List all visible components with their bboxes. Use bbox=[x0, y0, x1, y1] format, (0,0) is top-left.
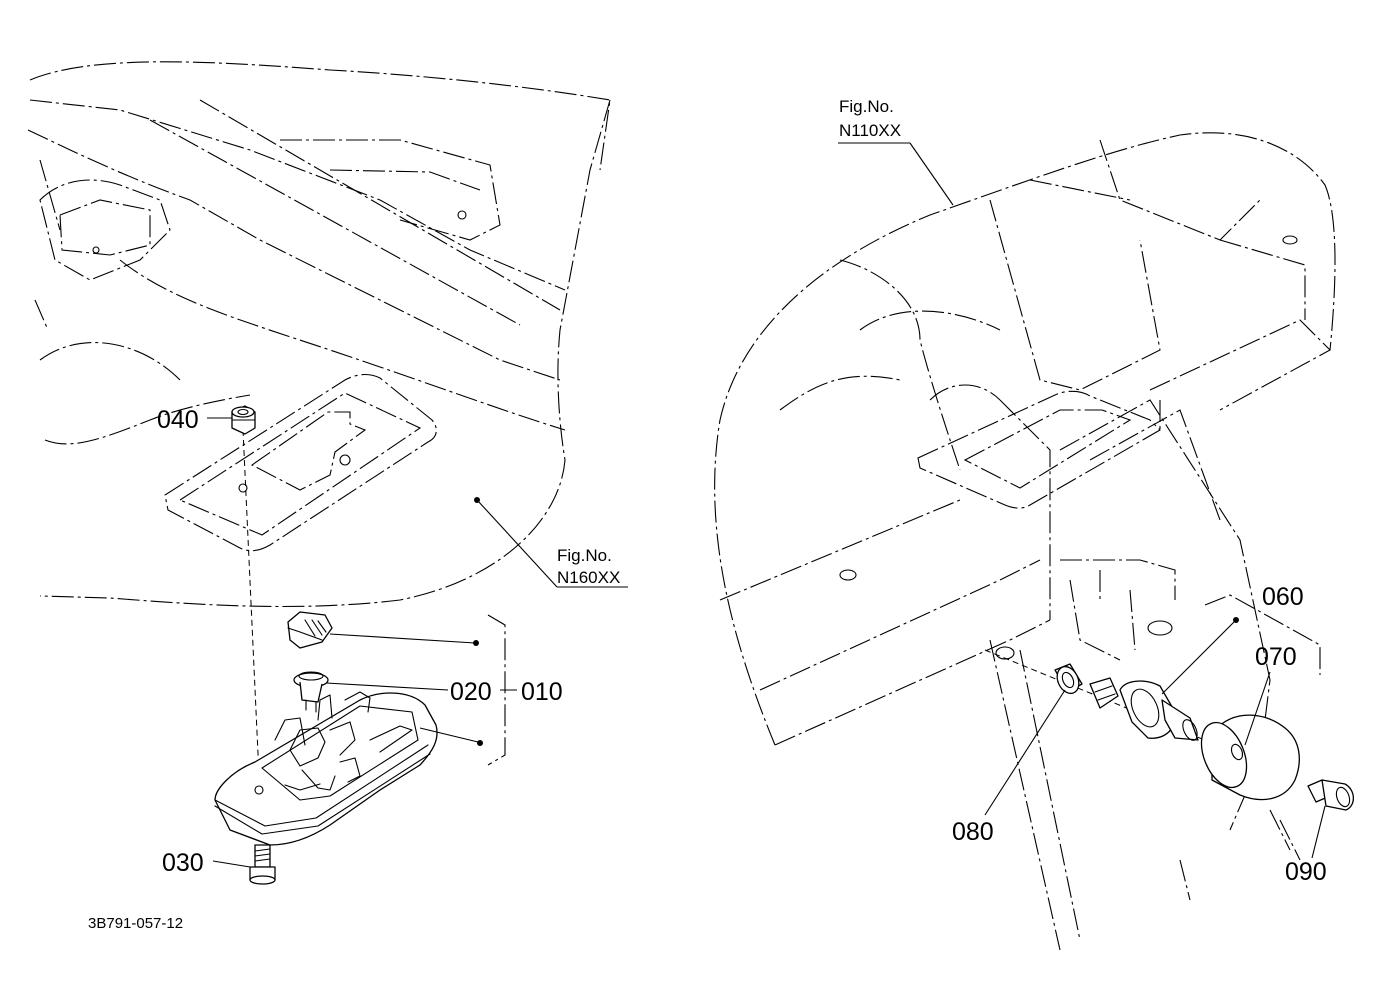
plate-hole bbox=[238, 483, 248, 493]
right-body-outline bbox=[714, 132, 1336, 951]
label-part-030: 030 bbox=[162, 849, 204, 877]
mount-hole bbox=[995, 646, 1015, 660]
fig-ref-left-code: N160XX bbox=[557, 568, 620, 587]
left-body-outline bbox=[27, 61, 611, 608]
cap-070 bbox=[1200, 714, 1300, 801]
bulb-cover bbox=[287, 611, 333, 649]
left-assembly: 040 020 010 030 Fig.No. N160XX 3B791-057… bbox=[27, 61, 628, 932]
collar-080 bbox=[1054, 663, 1083, 695]
body-hole bbox=[1147, 620, 1173, 636]
body-hole bbox=[839, 569, 857, 581]
left-leaders bbox=[207, 417, 628, 868]
body-hole bbox=[92, 246, 100, 254]
fig-ref-right-prefix: Fig.No. bbox=[839, 97, 894, 116]
lamp-housing bbox=[214, 691, 438, 846]
assembly-bracket-060 bbox=[1204, 594, 1321, 675]
plate-hole bbox=[339, 454, 351, 466]
screw-090 bbox=[1307, 779, 1355, 811]
mounting-plate bbox=[92, 210, 467, 552]
nut-040 bbox=[231, 405, 256, 435]
label-part-090: 090 bbox=[1285, 858, 1327, 886]
document-code: 3B791-057-12 bbox=[88, 915, 183, 932]
label-part-040: 040 bbox=[157, 406, 199, 434]
socket-060 bbox=[1089, 677, 1199, 741]
fig-ref-right-code: N110XX bbox=[839, 121, 901, 140]
housing-screw-hole bbox=[254, 785, 264, 795]
bulb-020 bbox=[293, 671, 329, 713]
label-part-010: 010 bbox=[521, 678, 563, 706]
fig-ref-left-prefix: Fig.No. bbox=[557, 546, 612, 565]
right-leaders bbox=[838, 142, 1326, 859]
label-part-060: 060 bbox=[1262, 583, 1304, 611]
screw-030 bbox=[249, 844, 276, 885]
label-part-080: 080 bbox=[952, 818, 994, 846]
right-assembly: 060 070 080 090 Fig.No. N110XX bbox=[714, 97, 1355, 951]
body-hole bbox=[457, 210, 467, 220]
label-part-070: 070 bbox=[1255, 643, 1297, 671]
body-hole bbox=[1282, 235, 1298, 245]
label-part-020: 020 bbox=[450, 678, 492, 706]
right-mounting-bracket bbox=[917, 390, 1161, 509]
